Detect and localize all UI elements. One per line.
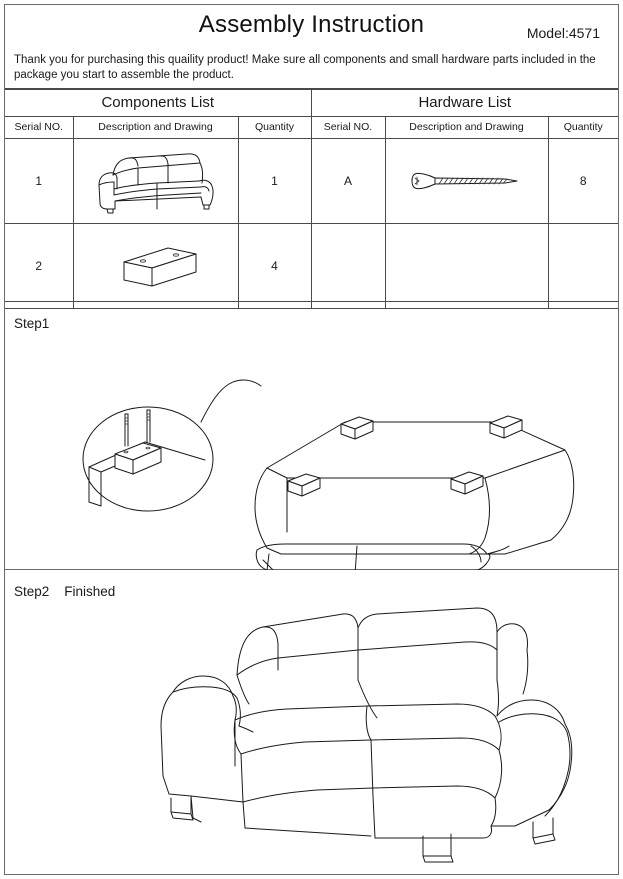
components-header-quantity: Quantity xyxy=(237,116,312,139)
leg-block-placement-front-right xyxy=(450,471,484,495)
leg-block-placement-back-left xyxy=(340,416,374,440)
component-2-quantity: 4 xyxy=(237,223,312,309)
hardware-a-quantity: 8 xyxy=(547,138,618,224)
table-row-column-headers: Serial NO. Description and Drawing Quant… xyxy=(5,116,618,139)
component-2-drawing-cell xyxy=(72,223,239,309)
document-header: Assembly Instruction Model:4571 Thank yo… xyxy=(5,5,618,88)
hardware-header-quantity: Quantity xyxy=(547,116,618,139)
hardware-row2-serial xyxy=(310,223,386,309)
component-2-serial: 2 xyxy=(5,223,74,309)
table-row: 1 xyxy=(5,138,618,224)
step-2-section: Step2 Finished xyxy=(5,570,618,875)
component-1-serial: 1 xyxy=(5,138,74,224)
hardware-list-title: Hardware List xyxy=(310,89,618,117)
intro-paragraph: Thank you for purchasing this quaility p… xyxy=(14,54,596,81)
hardware-header-serial: Serial NO. xyxy=(310,116,386,139)
table-row-list-titles: Components List Hardware List xyxy=(5,89,618,117)
leg-block-icon xyxy=(106,240,206,292)
leg-block-placement-front-left xyxy=(287,473,321,497)
leg-block-placement-back-right xyxy=(489,415,523,439)
step-1-section: Step1 xyxy=(5,302,618,570)
components-list-title: Components List xyxy=(5,89,312,117)
screw-icon xyxy=(409,168,525,194)
components-header-serial: Serial NO. xyxy=(5,116,74,139)
sofa-icon xyxy=(91,145,221,217)
hardware-a-drawing-cell xyxy=(384,138,549,224)
page-title: Assembly Instruction xyxy=(198,11,425,38)
hardware-row2-quantity xyxy=(547,223,618,309)
table-row: 2 xyxy=(5,223,618,309)
components-header-description: Description and Drawing xyxy=(72,116,239,139)
model-number: Model:4571 xyxy=(526,25,600,41)
component-1-quantity: 1 xyxy=(237,138,312,224)
step-2-label: Step2 Finished xyxy=(14,584,116,599)
hardware-header-description: Description and Drawing xyxy=(384,116,549,139)
step-1-label: Step1 xyxy=(14,316,50,331)
hardware-row2-drawing-cell xyxy=(384,223,549,309)
step-2-illustration xyxy=(5,570,618,875)
finished-sofa-icon xyxy=(160,607,573,863)
step-1-illustration xyxy=(5,302,618,570)
component-1-drawing-cell xyxy=(72,138,239,224)
parts-table: Components List Hardware List Serial NO.… xyxy=(5,88,618,309)
hardware-a-serial: A xyxy=(310,138,386,224)
